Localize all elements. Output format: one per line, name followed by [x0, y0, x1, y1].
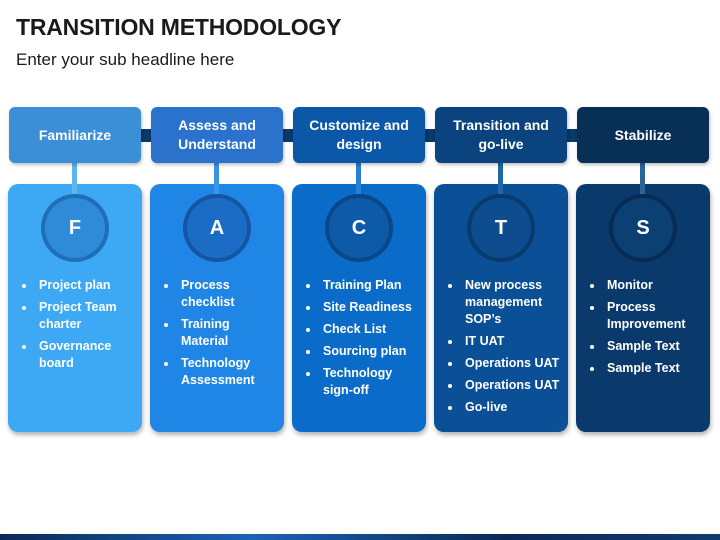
phase-header: Stabilize	[577, 107, 709, 163]
phase-header: Assess and Understand	[151, 107, 283, 163]
bullet-item: Governance board	[22, 338, 138, 372]
bullet-item: Operations UAT	[448, 355, 564, 372]
phase-stem	[214, 163, 219, 201]
page-subtitle: Enter your sub headline here	[16, 50, 235, 69]
phase-stem	[498, 163, 503, 201]
bullet-item: Monitor	[590, 277, 706, 294]
bullet-item: Sourcing plan	[306, 343, 422, 360]
bullet-item: Training Material	[164, 316, 280, 350]
bullet-item: Sample Text	[590, 338, 706, 355]
page-title: TRANSITION METHODOLOGY	[16, 14, 342, 40]
phase-stem-inner	[640, 184, 645, 202]
phase-stem-inner	[356, 184, 361, 202]
bullet-item: Check List	[306, 321, 422, 338]
bullet-item: IT UAT	[448, 333, 564, 350]
phase-letter-circle: S	[613, 198, 673, 258]
phase-letter-circle: T	[471, 198, 531, 258]
phase-header: Familiarize	[9, 107, 141, 163]
phase-header: Transition and go-live	[435, 107, 567, 163]
bullet-item: Training Plan	[306, 277, 422, 294]
bullet-item: Project plan	[22, 277, 138, 294]
phase-letter-circle: C	[329, 198, 389, 258]
phase-bullet-list: New process management SOP’s IT UAT Operat…	[448, 277, 564, 421]
bullet-item: New process management SOP’s	[448, 277, 564, 328]
bullet-item: Sample Text	[590, 360, 706, 377]
bullet-item: Go-live	[448, 399, 564, 416]
bullet-item: Project Team charter	[22, 299, 138, 333]
phase-header: Customize and design	[293, 107, 425, 163]
bullet-item: Site Readiness	[306, 299, 422, 316]
bullet-item: Operations UAT	[448, 377, 564, 394]
phase-stem-inner	[72, 184, 77, 202]
bottom-accent-bar	[0, 534, 720, 540]
bullet-item: Process Improvement	[590, 299, 706, 333]
phase-stem	[72, 163, 77, 201]
phase-stem	[640, 163, 645, 201]
bullet-item: Technology sign-off	[306, 365, 422, 399]
phase-letter-circle: F	[45, 198, 105, 258]
bullet-item: Process checklist	[164, 277, 280, 311]
phase-stem-inner	[498, 184, 503, 202]
phase-stem	[356, 163, 361, 201]
phase-letter-circle: A	[187, 198, 247, 258]
bullet-item: Technology Assessment	[164, 355, 280, 389]
phase-stem-inner	[214, 184, 219, 202]
